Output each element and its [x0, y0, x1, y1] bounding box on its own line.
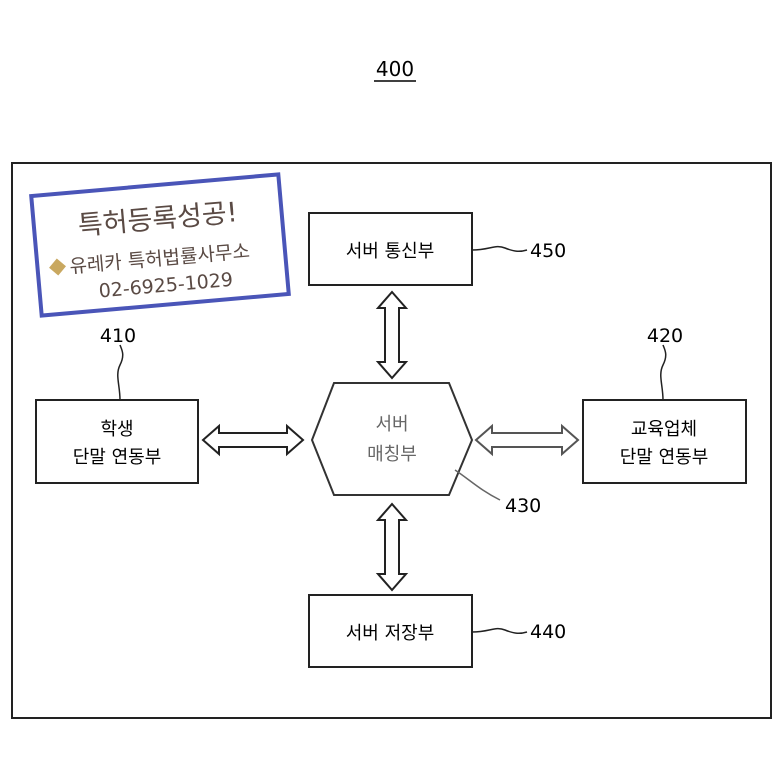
server-comm-label: 서버 통신부 [346, 241, 435, 262]
stamp-phone: 02-6925-1029 [98, 269, 234, 303]
leader-410 [118, 345, 123, 400]
student-block [36, 400, 198, 483]
edu-label-2: 단말 연동부 [620, 447, 709, 468]
stamp-headline: 특허등록성공! [77, 197, 239, 242]
student-label-2: 단말 연동부 [73, 447, 162, 468]
ref-430: 430 [505, 495, 541, 517]
storage-label: 서버 저장부 [346, 623, 435, 644]
arrow-comm-matching [378, 292, 406, 378]
stamp-logo-icon [49, 259, 66, 276]
figure-number: 400 [376, 57, 414, 81]
ref-440: 440 [530, 621, 566, 643]
matching-label-1: 서버 [375, 414, 408, 435]
registration-stamp: 특허등록성공! 유레카 특허법률사무소 02-6925-1029 [31, 174, 289, 315]
arrow-student-matching [203, 426, 303, 454]
leader-440 [472, 629, 527, 634]
leader-430 [455, 470, 500, 500]
matching-label-2: 매칭부 [367, 444, 417, 465]
ref-410: 410 [100, 325, 136, 347]
matching-block [312, 383, 472, 495]
ref-420: 420 [647, 325, 683, 347]
edu-block [583, 400, 746, 483]
arrow-matching-storage [378, 504, 406, 590]
leader-420 [661, 345, 666, 400]
edu-label-1: 교육업체 [631, 419, 697, 440]
ref-450: 450 [530, 240, 566, 262]
student-label-1: 학생 [100, 419, 133, 440]
arrow-matching-edu [476, 426, 578, 454]
leader-450 [472, 247, 527, 252]
